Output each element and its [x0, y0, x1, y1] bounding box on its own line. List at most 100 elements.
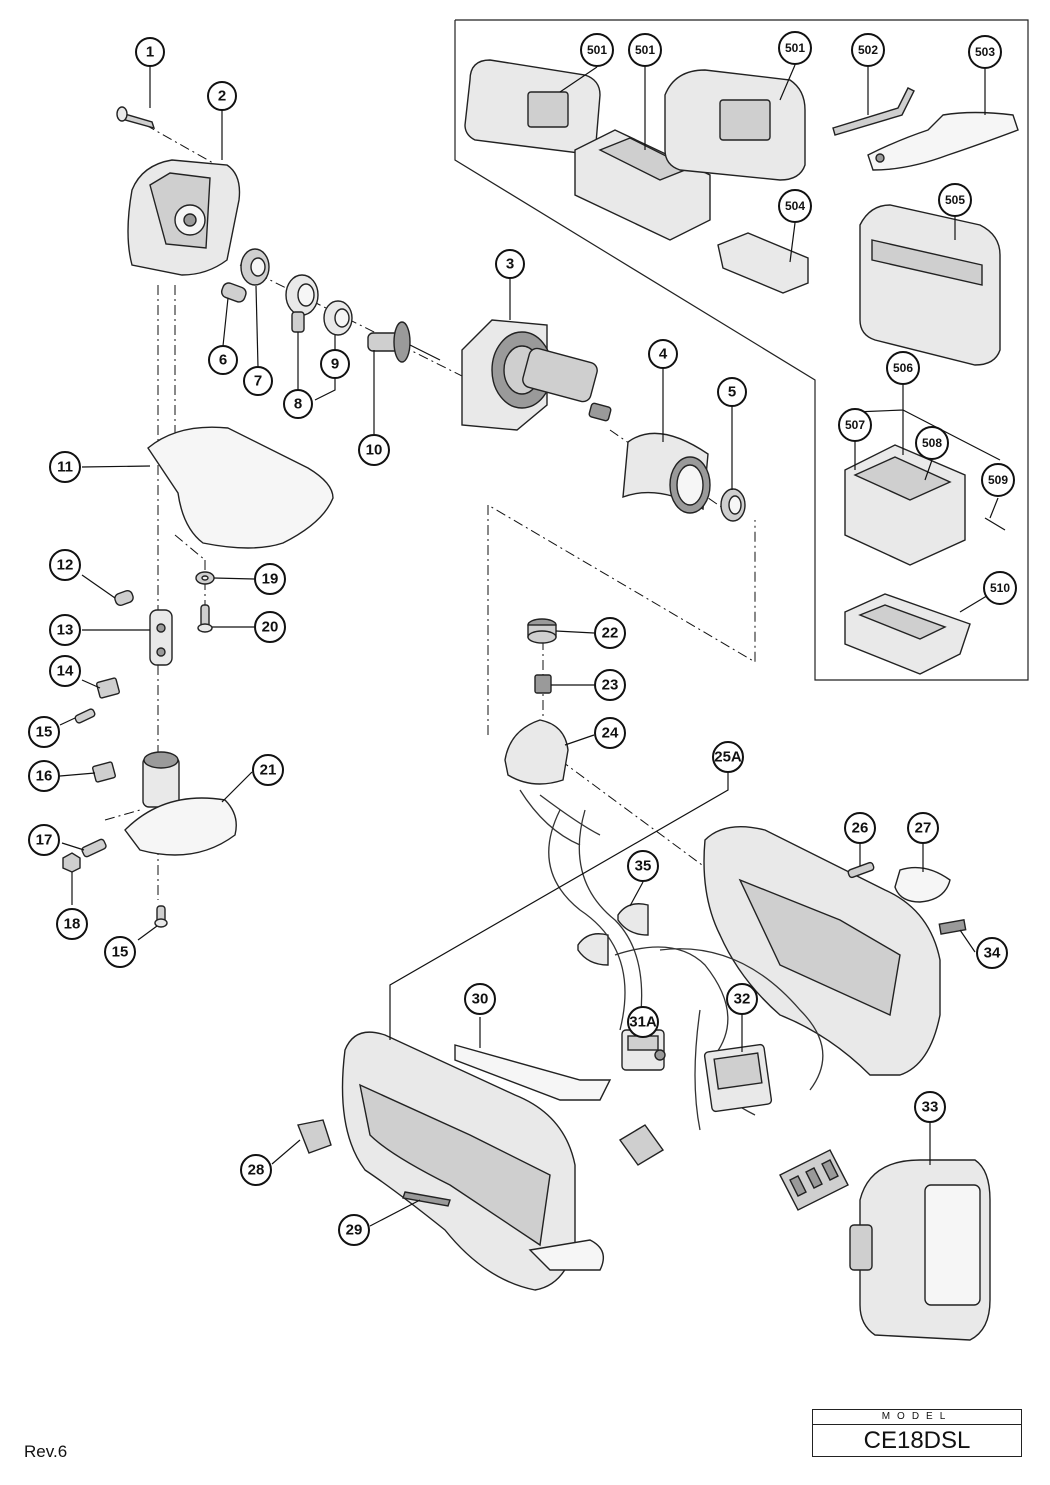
part-nut-18	[62, 852, 81, 873]
callout-501-c: 501	[778, 31, 812, 65]
callout-505: 505	[938, 183, 972, 217]
svg-text:2: 2	[218, 88, 226, 105]
part-brush-23	[534, 674, 552, 694]
callout-30: 30	[464, 983, 496, 1015]
part-cores-35	[577, 903, 649, 966]
model-caption: MODEL	[813, 1410, 1021, 1425]
svg-text:35: 35	[635, 858, 652, 875]
callout-16: 16	[28, 760, 60, 792]
part-switch-31A	[621, 1029, 666, 1071]
part-adapter-504	[717, 232, 809, 294]
part-case-505	[859, 204, 1001, 366]
svg-text:29: 29	[346, 1222, 363, 1239]
callout-508: 508	[915, 426, 949, 460]
svg-text:504: 504	[785, 199, 805, 213]
callout-13: 13	[49, 614, 81, 646]
svg-text:1: 1	[146, 44, 154, 61]
callout-28: 28	[240, 1154, 272, 1186]
callout-6: 6	[208, 345, 238, 375]
callout-11: 11	[49, 451, 81, 483]
svg-text:18: 18	[64, 916, 81, 933]
svg-text:12: 12	[57, 557, 74, 574]
svg-text:14: 14	[57, 663, 74, 680]
part-gear-cover-2	[127, 159, 241, 276]
part-guide-21	[124, 751, 237, 856]
callout-1: 1	[135, 37, 165, 67]
svg-text:25A: 25A	[714, 749, 742, 766]
callout-2: 2	[207, 81, 237, 111]
svg-text:32: 32	[734, 991, 751, 1008]
part-stator-4	[622, 432, 711, 514]
svg-text:10: 10	[366, 442, 383, 459]
part-label-29	[402, 1191, 451, 1207]
svg-text:7: 7	[254, 373, 262, 390]
part-label-34	[938, 919, 967, 935]
callout-507: 507	[838, 408, 872, 442]
part-screw-15a	[74, 708, 96, 724]
part-bearing-5	[720, 488, 746, 522]
accessory-frame	[454, 19, 1029, 681]
part-charger-501a	[464, 59, 601, 156]
part-connector	[618, 1124, 665, 1166]
svg-text:15: 15	[112, 944, 129, 961]
svg-text:30: 30	[472, 991, 489, 1008]
svg-text:27: 27	[915, 820, 932, 837]
part-screw-15b	[154, 905, 168, 928]
leader-lines	[59, 64, 1001, 1227]
svg-text:501: 501	[635, 43, 655, 57]
svg-text:505: 505	[945, 193, 965, 207]
callout-25A: 25A	[712, 741, 744, 773]
part-nut-16	[92, 761, 116, 783]
part-screw-1	[116, 106, 156, 130]
svg-text:15: 15	[36, 724, 53, 741]
callout-22: 22	[594, 617, 626, 649]
part-screw-26	[847, 861, 875, 879]
callout-502: 502	[851, 33, 885, 67]
callout-17: 17	[28, 824, 60, 856]
svg-text:34: 34	[984, 945, 1001, 962]
part-plate-11	[147, 426, 334, 549]
callout-32: 32	[726, 983, 758, 1015]
svg-text:501: 501	[587, 43, 607, 57]
callout-15-bottom: 15	[104, 936, 136, 968]
callout-33: 33	[914, 1091, 946, 1123]
part-pin-6	[220, 282, 247, 303]
part-nameplate-27	[894, 866, 951, 903]
part-wrench-503	[867, 111, 1019, 171]
part-cap-22	[527, 618, 557, 644]
callout-7: 7	[243, 366, 273, 396]
part-pin-12	[114, 589, 134, 607]
callout-3: 3	[495, 249, 525, 279]
svg-text:19: 19	[262, 571, 279, 588]
callout-14: 14	[49, 655, 81, 687]
part-controller-32	[703, 1043, 773, 1113]
svg-text:24: 24	[602, 725, 619, 742]
part-nut-14	[96, 677, 120, 699]
callout-506: 506	[886, 351, 920, 385]
callout-21: 21	[252, 754, 284, 786]
callout-4: 4	[648, 339, 678, 369]
part-housing-left	[341, 1031, 604, 1291]
svg-text:11: 11	[57, 459, 73, 476]
callout-23: 23	[594, 669, 626, 701]
part-brush-holder-24	[504, 719, 601, 846]
part-terminal	[779, 1149, 849, 1211]
revision-label: Rev.6	[24, 1442, 68, 1461]
part-screw-20	[197, 604, 213, 633]
svg-text:13: 13	[57, 622, 74, 639]
svg-text:16: 16	[36, 768, 53, 785]
svg-text:508: 508	[922, 436, 942, 450]
svg-text:503: 503	[975, 45, 995, 59]
part-joint-13	[149, 609, 173, 666]
callout-35: 35	[627, 850, 659, 882]
callout-19: 19	[254, 563, 286, 595]
svg-text:4: 4	[659, 346, 668, 363]
svg-text:8: 8	[294, 396, 302, 413]
callout-18: 18	[56, 908, 88, 940]
svg-text:21: 21	[260, 762, 277, 779]
part-housing-25A	[703, 825, 941, 1076]
part-battery-33	[849, 1159, 991, 1341]
callout-24: 24	[594, 717, 626, 749]
part-armature	[522, 347, 612, 422]
